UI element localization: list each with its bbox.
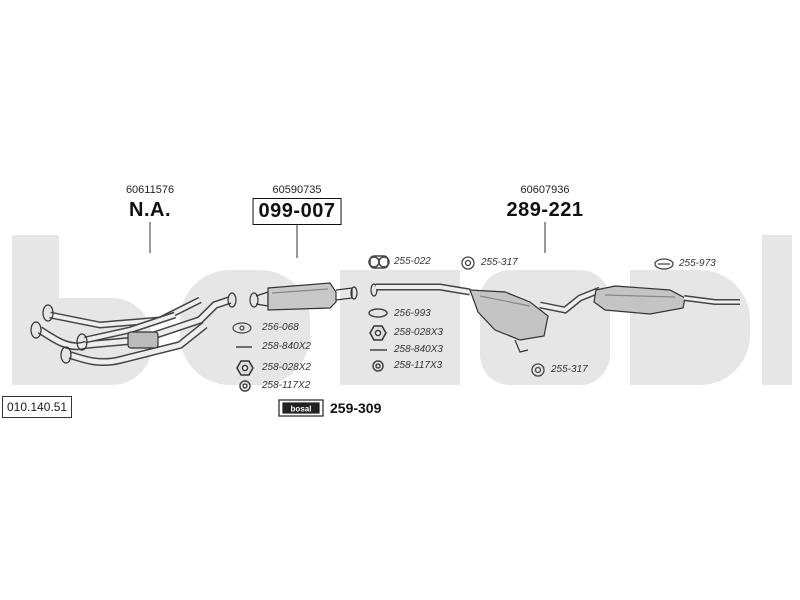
washer-icon	[239, 380, 251, 392]
fitting-ref: 255-317	[551, 364, 588, 375]
section-code: 289-221	[506, 199, 584, 221]
fitting-ref: 258-840X3	[394, 344, 443, 355]
section-part-number: 60611576	[125, 184, 175, 196]
fitting-ref: 258-840X2	[262, 341, 311, 352]
gasket-ring-icon	[368, 308, 388, 318]
fitting-ref: 258-117X3	[394, 360, 443, 371]
nut-icon	[236, 360, 254, 376]
fitting-ref: 256-993	[394, 308, 431, 319]
fitting-ref: 258-028X2	[262, 362, 311, 373]
mounting-kit-box: bosal	[278, 399, 324, 417]
watermark-logo	[762, 235, 792, 385]
fitting-ref: 256-068	[262, 322, 299, 333]
rubber-mount-icon	[654, 258, 674, 270]
section-part-number: 60607936	[520, 184, 570, 196]
fitting-ref: 258-117X2	[262, 380, 311, 391]
catalytic-converter-drawing	[249, 282, 358, 311]
mounting-kit-code: 259-309	[330, 400, 382, 416]
clamp-icon	[531, 363, 545, 377]
clamp-icon	[461, 256, 475, 270]
washer-icon	[372, 360, 384, 372]
gasket-icon	[232, 322, 252, 334]
section-code-boxed: 099-007	[252, 198, 342, 225]
hanger-icon	[368, 255, 390, 269]
fitting-ref: 255-317	[481, 257, 518, 268]
fitting-ref: 255-973	[679, 258, 716, 269]
fitting-ref: 258-028X3	[394, 327, 443, 338]
exhaust-manifold-drawing	[30, 292, 237, 367]
section-part-number: 60590735	[272, 184, 322, 196]
mounting-kit-brand: bosal	[291, 405, 312, 414]
catalog-number: 010.140.51	[2, 396, 73, 418]
section-code: N.A.	[129, 199, 171, 221]
rear-muffler-assembly-drawing	[370, 283, 740, 353]
fitting-ref: 255-022	[394, 256, 431, 267]
nut-icon	[369, 325, 387, 341]
